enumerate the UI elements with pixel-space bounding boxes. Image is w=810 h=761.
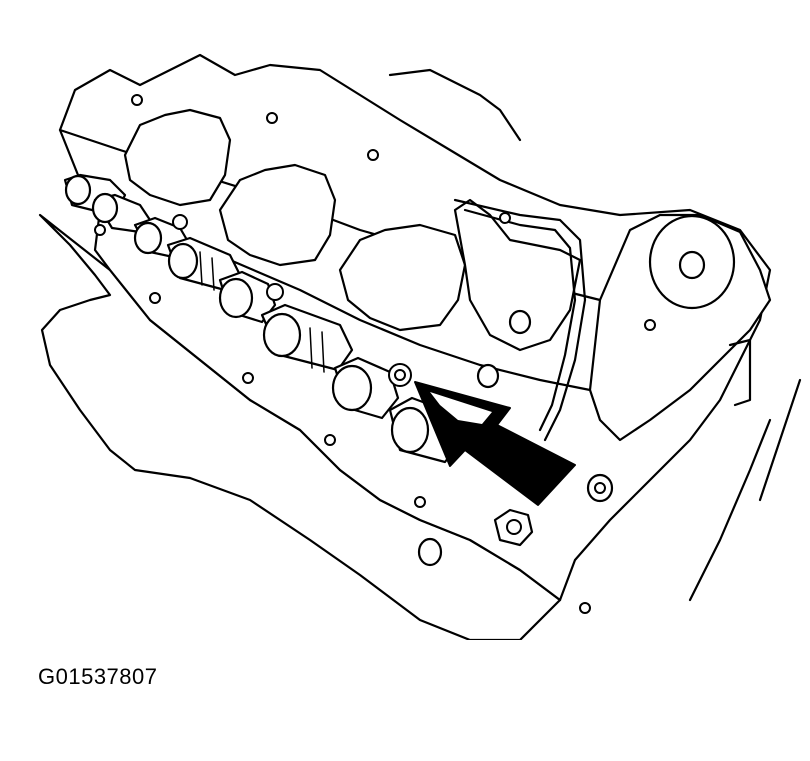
coil-cover-2 (218, 163, 337, 267)
background-edge-line-2 (758, 378, 802, 502)
camshaft-bore (678, 250, 706, 280)
coil-cover-1 (123, 108, 232, 207)
coil-cover-4 (453, 198, 582, 352)
background-frame-lines (728, 338, 752, 407)
cylinder-head-illustration (38, 53, 802, 640)
arrow-highlight (430, 392, 492, 424)
engine-diagram (38, 53, 802, 640)
coil-cover-3 (338, 223, 467, 332)
figure-code: G01537807 (38, 664, 158, 689)
oil-gallery-tube-inner (463, 208, 577, 432)
background-frame-right (388, 68, 522, 142)
mounting-holes (94, 94, 656, 614)
oil-gallery-tube (453, 198, 587, 442)
bolt-heads (172, 214, 534, 547)
background-edge-line (688, 418, 772, 602)
